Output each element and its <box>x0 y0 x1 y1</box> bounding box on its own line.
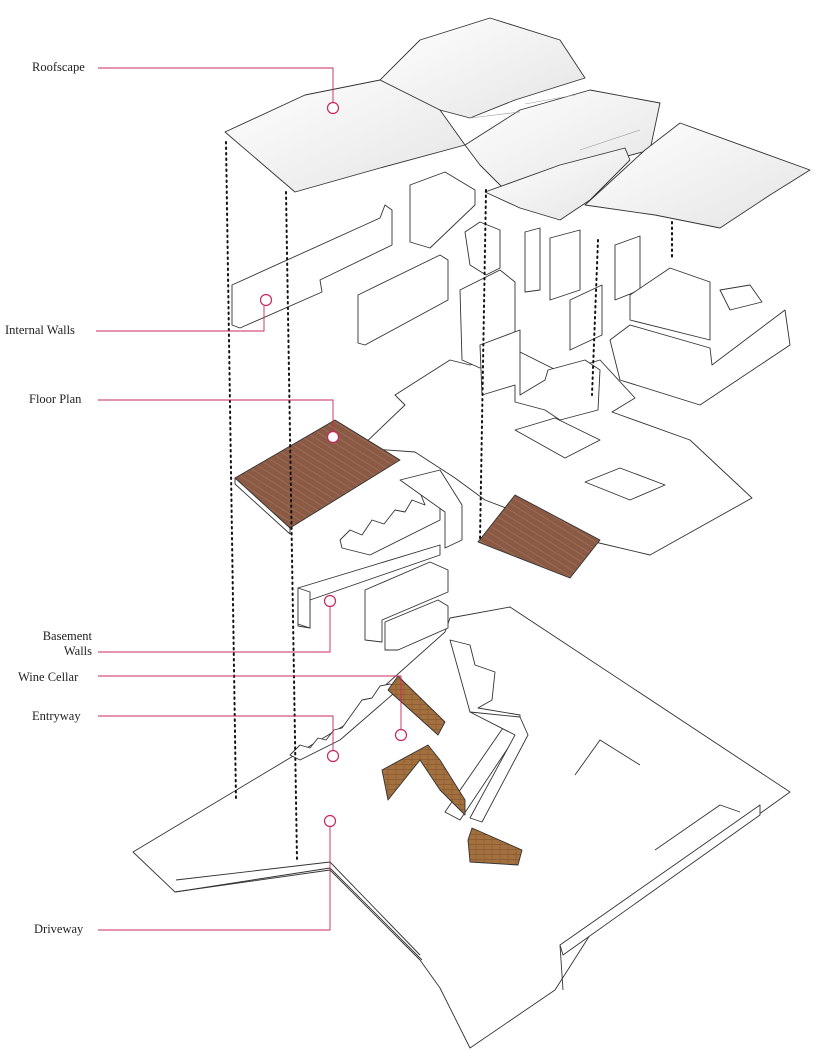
roof-panel-right <box>584 122 811 229</box>
wine-cellar-label: Wine Cellar <box>18 670 79 684</box>
floor-slab <box>359 351 753 556</box>
roof-panel-lower <box>484 147 631 221</box>
floor-slab-opening-2 <box>584 467 666 501</box>
entryway-leader <box>98 715 334 750</box>
roofscape-label: Roofscape <box>32 60 85 74</box>
floor-slab-opening-1 <box>514 417 601 459</box>
site-base-layer <box>132 606 791 1049</box>
internal-wall-post-3 <box>569 284 603 351</box>
roof-ridge-lines <box>469 94 641 151</box>
floor-plan-layer <box>234 351 753 579</box>
wine-cellar-leader <box>98 675 402 729</box>
basement-walls-label-line2: Walls <box>63 644 92 658</box>
internal-wall-post-2 <box>549 229 581 301</box>
entry-stairs <box>289 683 401 761</box>
roofscape-marker <box>326 101 340 115</box>
driveway-label: Driveway <box>34 922 84 936</box>
entryway-label: Entryway <box>32 709 81 723</box>
basement-wall-box <box>364 561 449 643</box>
upper-deck-edge <box>234 477 291 535</box>
basement-walls-leader <box>98 607 331 653</box>
basement-walls-label: Basement Walls <box>30 629 92 659</box>
basement-walls-marker <box>323 594 337 608</box>
internal-wall-post-1 <box>524 227 541 293</box>
internal-wall-court-1 <box>409 171 476 249</box>
basement-walls-layer <box>297 544 449 651</box>
internal-walls-marker <box>259 293 273 307</box>
driveway-marker <box>323 814 337 828</box>
floor-plan-marker <box>326 430 340 444</box>
driveway-retaining-wall <box>559 804 761 956</box>
alignment-line-3 <box>479 189 487 541</box>
wine-cellar-marker <box>394 728 408 742</box>
alignment-line-2 <box>285 191 298 861</box>
internal-wall-room-back <box>629 267 711 341</box>
site-inner-cut <box>559 739 741 991</box>
internal-walls-layer <box>231 171 791 421</box>
internal-walls-label: Internal Walls <box>5 323 75 337</box>
roofscape-leader <box>98 67 334 103</box>
basement-wall-right <box>384 599 449 651</box>
entryway-marker <box>326 749 340 763</box>
driveway-leader <box>98 827 331 931</box>
alignment-line-1 <box>225 141 237 801</box>
internal-wall-center <box>479 329 601 421</box>
wine-cellar-wall-c <box>467 827 523 866</box>
wine-cellar-wall-b <box>381 744 466 816</box>
internal-walls-leader <box>96 306 265 332</box>
alignment-lines <box>225 141 673 861</box>
internal-wall-room-side <box>719 284 763 311</box>
markers <box>259 101 408 828</box>
ground-wall-run <box>469 711 529 823</box>
floor-plan-label: Floor Plan <box>29 392 82 406</box>
leader-lines <box>96 67 402 931</box>
floor-plan-leader <box>98 399 334 432</box>
internal-wall-short-left <box>357 254 449 346</box>
alignment-line-4 <box>591 239 599 396</box>
driveway-edge <box>174 861 423 961</box>
internal-wall-long <box>231 204 393 329</box>
internal-wall-room <box>609 309 791 406</box>
lower-deck <box>477 494 601 579</box>
basement-walls-label-line1: Basement <box>42 629 92 643</box>
basement-wall-left-face <box>297 587 311 629</box>
roof-panel-top <box>379 17 586 119</box>
wine-cellar-wall-a <box>387 675 446 736</box>
roofscape-layer <box>224 17 811 229</box>
stair-landing-wall <box>399 469 463 549</box>
floor-stairs <box>339 479 441 556</box>
internal-wall-curved <box>464 221 501 276</box>
